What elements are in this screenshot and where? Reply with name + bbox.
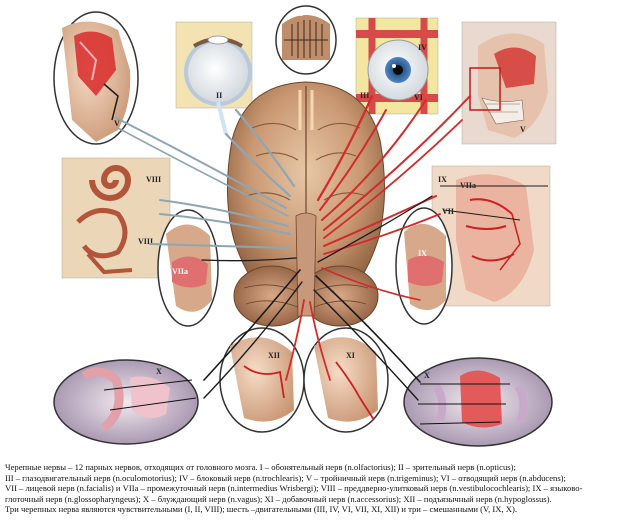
caption-line-1: Черепные нервы – 12 парных нервов, отход… [5,462,516,472]
panel-glossopharyngeal: IX [395,207,453,325]
label-V-left: V [114,119,120,128]
panel-eye-muscles: IV III VI [355,17,439,115]
label-X-right: X [424,371,430,380]
caption-line-5: Три черепных нерва являются чувствительн… [5,504,517,515]
panel-trigeminal-left: V [53,11,139,145]
label-V-right: V [520,125,526,134]
label-XI: XI [346,351,355,360]
label-II: II [216,91,222,100]
panel-optic: II [175,21,253,135]
label-VIIa-face: VIIa [460,181,476,190]
label-VIII-bottom: VIII [138,237,153,246]
nerve-lines [115,94,471,401]
label-VIIa: VIIa [172,267,188,276]
caption-line-4: глоточный нерв (n.glossopharyngeus); X –… [5,493,552,504]
label-VII: VII [442,207,454,216]
label-VIII-top: VIII [146,175,161,184]
caption-line-2: III – глазодвигательный нерв (n.oculomot… [5,472,566,483]
label-X-left: X [156,367,162,376]
panel-intermedius: VIIa [157,209,219,327]
label-I: I [300,9,303,18]
panel-vagus-left: X [53,359,199,445]
panel-olfactory: I [275,5,337,75]
figure-caption: Черепные нервы – 12 парных нервов, отход… [5,462,615,515]
panel-vagus-right: X [403,357,553,447]
label-IX-mouth: IX [418,249,427,258]
label-VI: VI [414,93,423,102]
label-IV: IV [418,43,427,52]
panel-trigeminal-right: V [461,21,557,145]
label-IX-face: IX [438,175,447,184]
caption-line-3: VII – лицевой нерв (n.facialis) и VIIa –… [5,483,583,494]
panel-vestibulocochlear: VIII VIII [61,157,171,279]
label-III: III [360,91,369,100]
label-XII: XII [268,351,280,360]
panel-facial: IX VIIa VII [431,165,551,307]
panel-hypoglossal: XII [219,327,305,433]
cranial-nerves-illustration: V II I IV III VI V [53,5,557,447]
panel-accessory: XI [303,327,389,433]
